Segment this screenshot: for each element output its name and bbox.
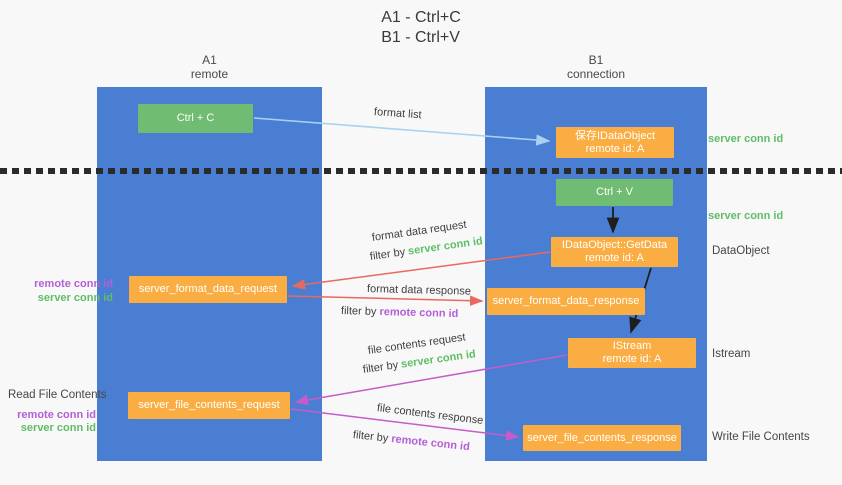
filter-by-text: filter by [340,305,380,319]
node-istream-line2: remote id: A [602,353,662,365]
node-ctrl-v: Ctrl + V [556,179,673,206]
node-format-response-label: server_format_data_response [492,295,640,307]
lane-header-right: B1 connection [485,53,707,81]
node-istream-line1: IStream [612,340,652,352]
node-ctrl-c-label: Ctrl + C [176,112,215,124]
file-contents-response-arrow [290,408,520,441]
diagram-title: A1 - Ctrl+C B1 - Ctrl+V [0,8,842,48]
remote-conn-id-text: remote conn id [379,306,459,321]
file-contents-request-arrow [294,354,568,406]
node-ctrl-v-label: Ctrl + V [596,186,633,198]
node-save-dataobject-line2: remote id: A [585,142,645,155]
format-data-response-arrow [287,295,484,306]
node-format-response: server_format_data_response [487,288,645,315]
node-format-request-label: server_format_data_request [138,283,278,295]
dataobject-label: DataObject [712,245,770,257]
write-file-contents-label: Write File Contents [712,431,810,443]
dotted-divider [0,168,842,174]
istream-label: Istream [712,348,751,360]
server-conn-id-right-top: server conn id [708,133,784,145]
remote-conn-id-left-mid: remote conn id [34,278,113,290]
lane-header-left: A1 remote [97,53,322,81]
node-ctrl-c: Ctrl + C [138,104,253,133]
node-file-response: server_file_contents_response [523,425,681,451]
lane-right-name: B1 [588,53,604,67]
node-save-dataobject: 保存IDataObject remote id: A [556,127,674,158]
format-data-request-arrow [291,251,551,290]
node-getdata-line2: remote id: A [585,252,644,264]
node-istream: IStream remote id: A [568,338,696,368]
title-line-1: A1 - Ctrl+C [381,9,461,26]
lane-left-role: remote [190,67,229,81]
read-file-contents-label: Read File Contents [8,389,107,401]
node-save-dataobject-line1: 保存IDataObject [574,129,656,142]
node-getdata-line1: IDataObject::GetData [561,239,668,251]
lane-left-name: A1 [202,53,217,67]
server-conn-id-left-mid: server conn id [37,292,113,304]
server-conn-id-right-mid: server conn id [708,210,784,222]
node-getdata: IDataObject::GetData remote id: A [551,237,678,267]
lane-right-role: connection [566,67,626,81]
node-format-request: server_format_data_request [129,276,287,303]
remote-conn-id-left-bottom: remote conn id [17,409,96,421]
node-file-request: server_file_contents_request [128,392,290,419]
server-conn-id-left-bottom: server conn id [20,422,96,434]
node-file-response-label: server_file_contents_response [527,431,677,444]
format-list-arrow [253,117,551,146]
title-line-2: B1 - Ctrl+V [381,29,460,46]
node-file-request-label: server_file_contents_request [138,399,280,411]
